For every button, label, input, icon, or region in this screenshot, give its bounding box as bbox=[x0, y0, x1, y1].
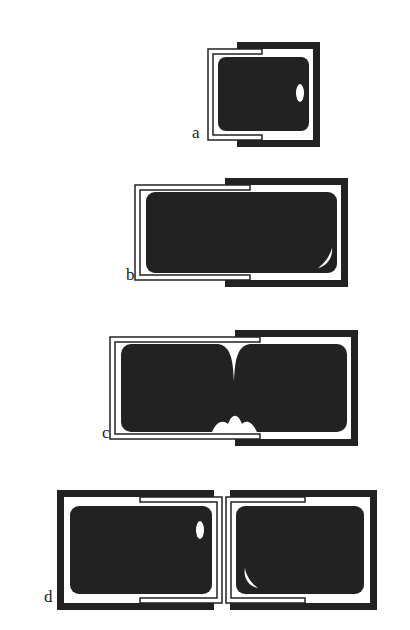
stage-c bbox=[110, 330, 358, 446]
protoplast bbox=[121, 344, 347, 432]
epitheca bbox=[230, 490, 377, 610]
stage-letter: b bbox=[126, 266, 135, 283]
protoplast bbox=[146, 192, 337, 273]
epitheca bbox=[57, 490, 214, 610]
protoplast bbox=[236, 506, 364, 594]
cleavage-furrow bbox=[218, 344, 250, 382]
dividing-nuclei bbox=[212, 416, 257, 432]
stage-d bbox=[57, 490, 377, 610]
nucleus bbox=[318, 248, 332, 268]
nucleus bbox=[296, 84, 304, 102]
protoplast bbox=[70, 506, 212, 594]
stage-letter: a bbox=[192, 124, 200, 141]
nucleus bbox=[196, 521, 204, 539]
stage-letter: d bbox=[44, 588, 53, 605]
nucleus bbox=[245, 568, 258, 588]
stage-a bbox=[208, 42, 320, 147]
protoplast bbox=[218, 57, 309, 131]
stage-b bbox=[135, 178, 348, 287]
stage-letter: c bbox=[102, 424, 110, 441]
